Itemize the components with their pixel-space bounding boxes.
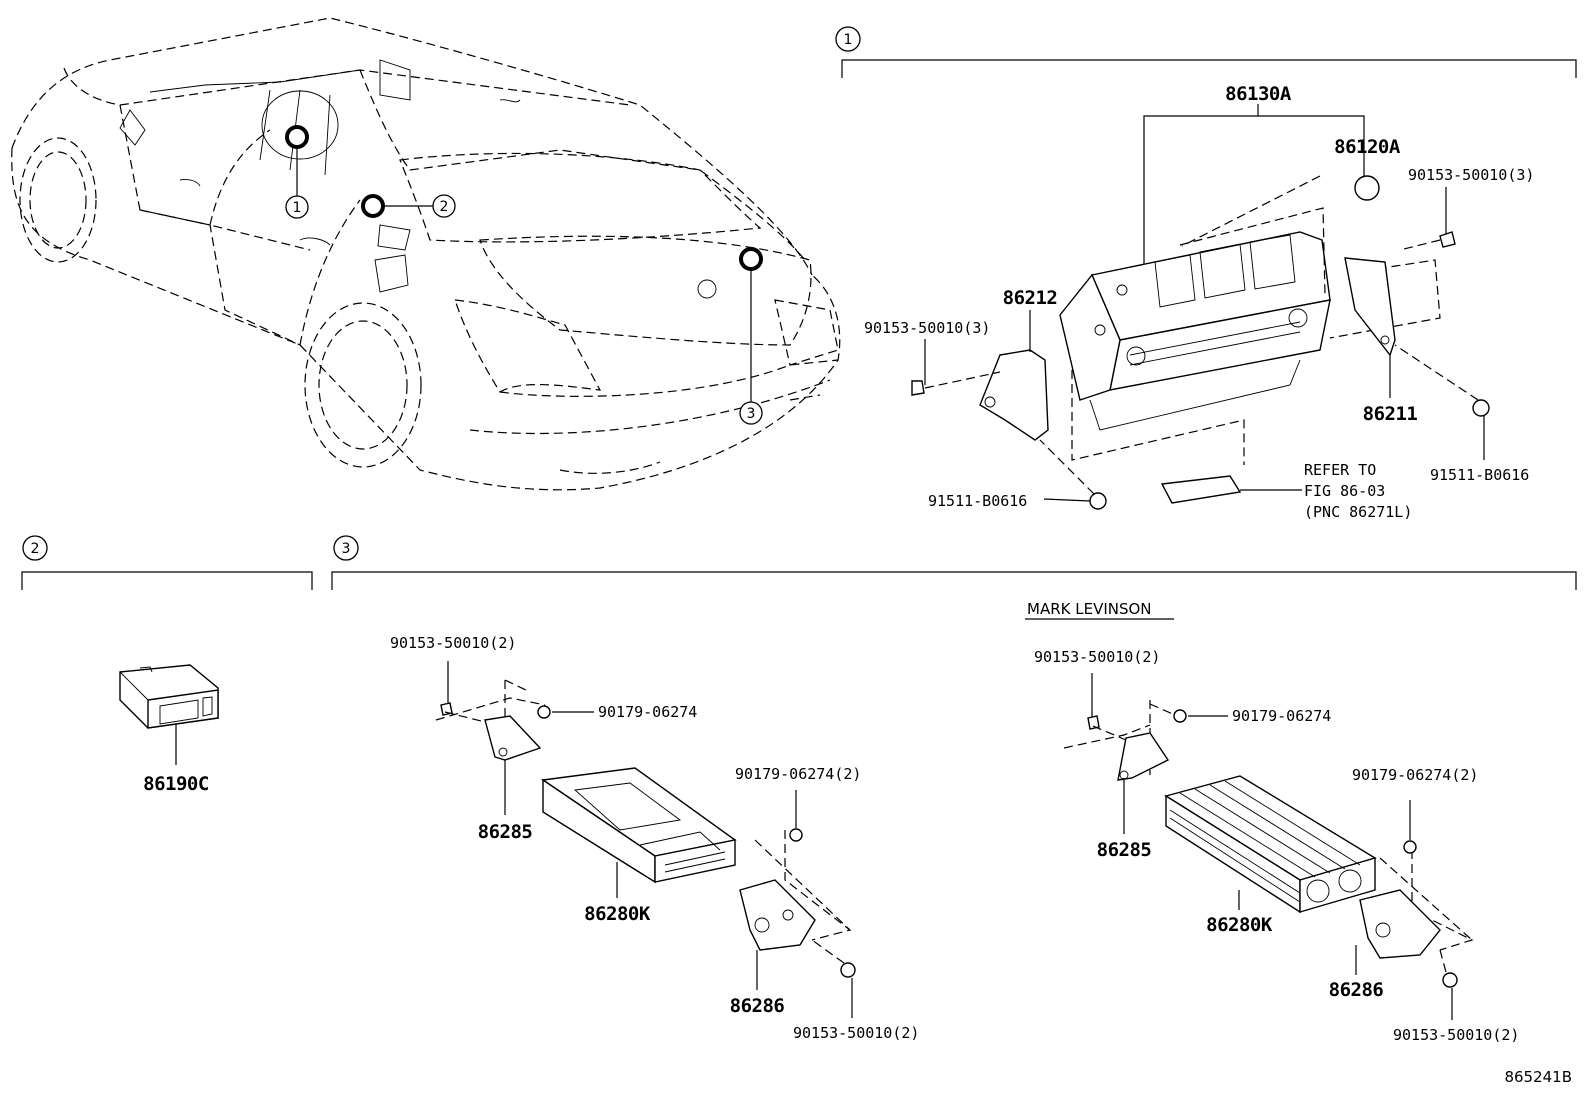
label-screw-bottom: 91511-B0616	[928, 492, 1027, 510]
label-86212: 86212	[1003, 287, 1058, 309]
section-number-3: 3	[342, 541, 351, 557]
label-right-86280K: 86280K	[1206, 914, 1273, 936]
label-86120A: 86120A	[1334, 136, 1401, 158]
section-3-amplifier-mark-levinson: MARK LEVINSON 90	[1025, 600, 1519, 1044]
svg-text:2: 2	[440, 199, 449, 215]
section-header-1: 1	[835, 26, 1577, 78]
label-right-bolt-bottom: 90153-50010(2)	[1393, 1026, 1519, 1044]
label-bolt-right: 90153-50010(3)	[1408, 166, 1534, 184]
label-left-86286: 86286	[730, 995, 785, 1017]
car-callout-2: 2	[432, 194, 456, 218]
label-right-nut-right: 90179-06274(2)	[1352, 766, 1478, 784]
section-number-1: 1	[844, 32, 853, 48]
label-right-86285: 86285	[1097, 839, 1152, 861]
label-left-nut-top: 90179-06274	[598, 703, 697, 721]
label-mark-levinson: MARK LEVINSON	[1027, 600, 1152, 618]
section-1-head-unit: 86130A 86120A 90153-50010(3) 90153-50010…	[864, 83, 1534, 521]
car-illustration: 1 2 3	[11, 17, 841, 491]
section-header-3: 3	[331, 535, 1577, 590]
label-left-nut-right: 90179-06274(2)	[735, 765, 861, 783]
label-right-nut-top: 90179-06274	[1232, 707, 1331, 725]
label-left-86285: 86285	[478, 821, 533, 843]
section-2-switch: 86190C	[119, 664, 219, 795]
svg-text:1: 1	[293, 200, 302, 216]
label-right-86286: 86286	[1329, 979, 1384, 1001]
svg-text:3: 3	[747, 406, 756, 422]
section-3-amplifier-standard: 90153-50010(2) 90179-06274 90179-06274(2…	[390, 634, 919, 1042]
car-callout-1: 1	[285, 195, 309, 219]
label-86211: 86211	[1363, 403, 1418, 425]
label-left-bolt-top: 90153-50010(2)	[390, 634, 516, 652]
label-left-bolt-bottom: 90153-50010(2)	[793, 1024, 919, 1042]
car-callout-3: 3	[739, 401, 763, 425]
section-number-2: 2	[31, 541, 40, 557]
label-refer-2: FIG 86-03	[1304, 482, 1385, 500]
label-refer-3: (PNC 86271L)	[1304, 503, 1412, 521]
label-86130A: 86130A	[1225, 83, 1292, 105]
label-right-bolt-top: 90153-50010(2)	[1034, 648, 1160, 666]
label-screw-right: 91511-B0616	[1430, 466, 1529, 484]
label-86190C: 86190C	[143, 773, 209, 795]
label-bolt-left: 90153-50010(3)	[864, 319, 990, 337]
figure-id: 865241B	[1504, 1068, 1572, 1086]
section-header-2: 2	[21, 535, 313, 590]
label-left-86280K: 86280K	[584, 903, 651, 925]
label-refer-1: REFER TO	[1304, 461, 1376, 479]
